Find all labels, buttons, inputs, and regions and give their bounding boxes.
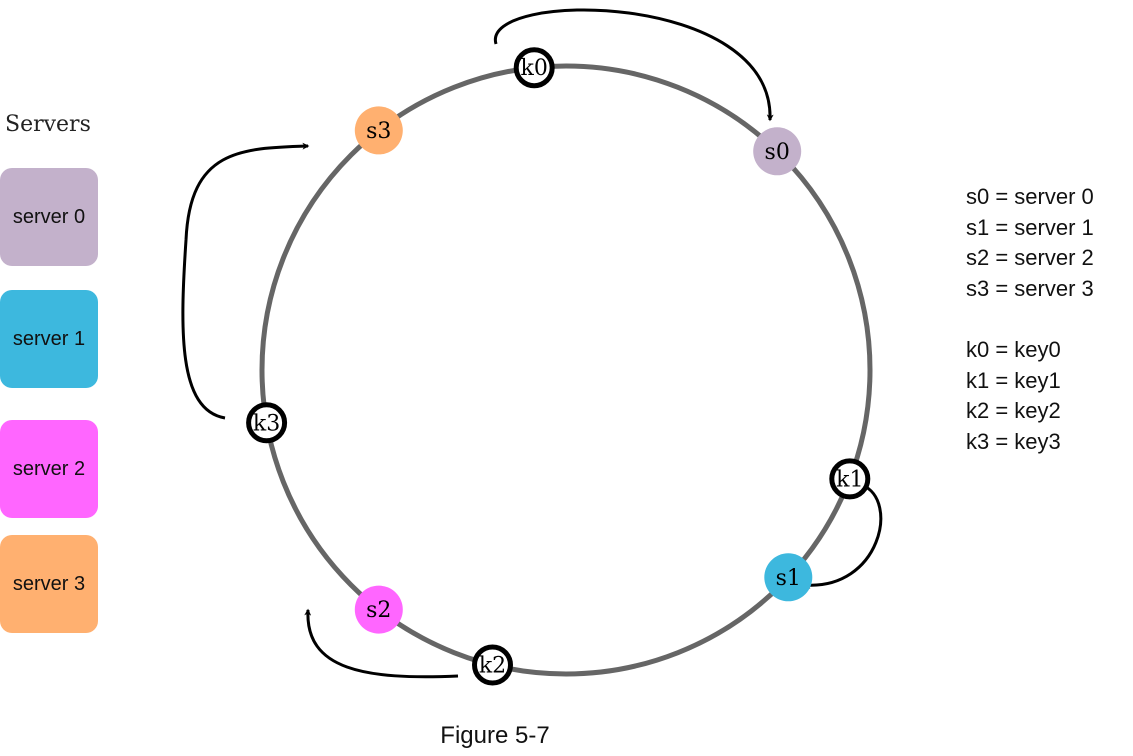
servers-panel-title: Servers — [5, 112, 91, 137]
server-box-label: server 3 — [12, 572, 86, 595]
server-node-s0: s0 — [753, 127, 802, 176]
key-node-k2: k2 — [472, 644, 513, 686]
server-node-s1: s1 — [764, 553, 813, 602]
server-box-label: server 2 — [12, 457, 86, 480]
server-node-label: s3 — [366, 119, 391, 144]
key-node-k3: k3 — [246, 402, 288, 444]
server-box-3: server 3 — [0, 535, 98, 633]
legend-item: s1 = server 1 — [966, 214, 1094, 240]
key-node-k1: k1 — [829, 458, 871, 500]
server-node-label: s1 — [776, 566, 801, 591]
arrow-k0-to-s0 — [494, 8, 774, 122]
legend-item: s3 = server 3 — [966, 275, 1094, 301]
key-node-label: k2 — [479, 654, 506, 679]
server-node-label: s2 — [366, 598, 391, 623]
server-box-1: server 1 — [0, 290, 98, 388]
hash-ring — [259, 63, 873, 677]
server-box-2: server 2 — [0, 420, 98, 518]
figure-caption: Figure 5-7 — [440, 722, 550, 749]
server-box-label: server 0 — [12, 205, 86, 228]
arrow-k2-to-s2 — [304, 608, 459, 679]
server-box-0: server 0 — [0, 168, 98, 266]
key-node-label: k3 — [253, 411, 280, 436]
legend-item: k1 = key1 — [966, 367, 1061, 393]
key-node-label: k0 — [521, 56, 548, 81]
legend-item: s2 = server 2 — [966, 245, 1094, 270]
legend-item: k0 = key0 — [966, 337, 1061, 362]
key-node-k0: k0 — [513, 47, 555, 89]
server-box-label: server 1 — [12, 327, 86, 350]
legend: s0 = server 0 s1 = server 1 s2 = server … — [966, 182, 1094, 457]
legend-item: k3 = key3 — [966, 428, 1061, 454]
key-node-label: k1 — [836, 467, 863, 492]
legend-item: s0 = server 0 — [966, 184, 1094, 209]
legend-item: k2 = key2 — [966, 398, 1061, 423]
arrow-k1-to-s1 — [803, 483, 883, 589]
arrow-k3-to-s3 — [181, 142, 310, 420]
server-node-s2: s2 — [354, 585, 403, 634]
server-node-s3: s3 — [354, 106, 403, 155]
server-node-label: s0 — [765, 140, 790, 165]
